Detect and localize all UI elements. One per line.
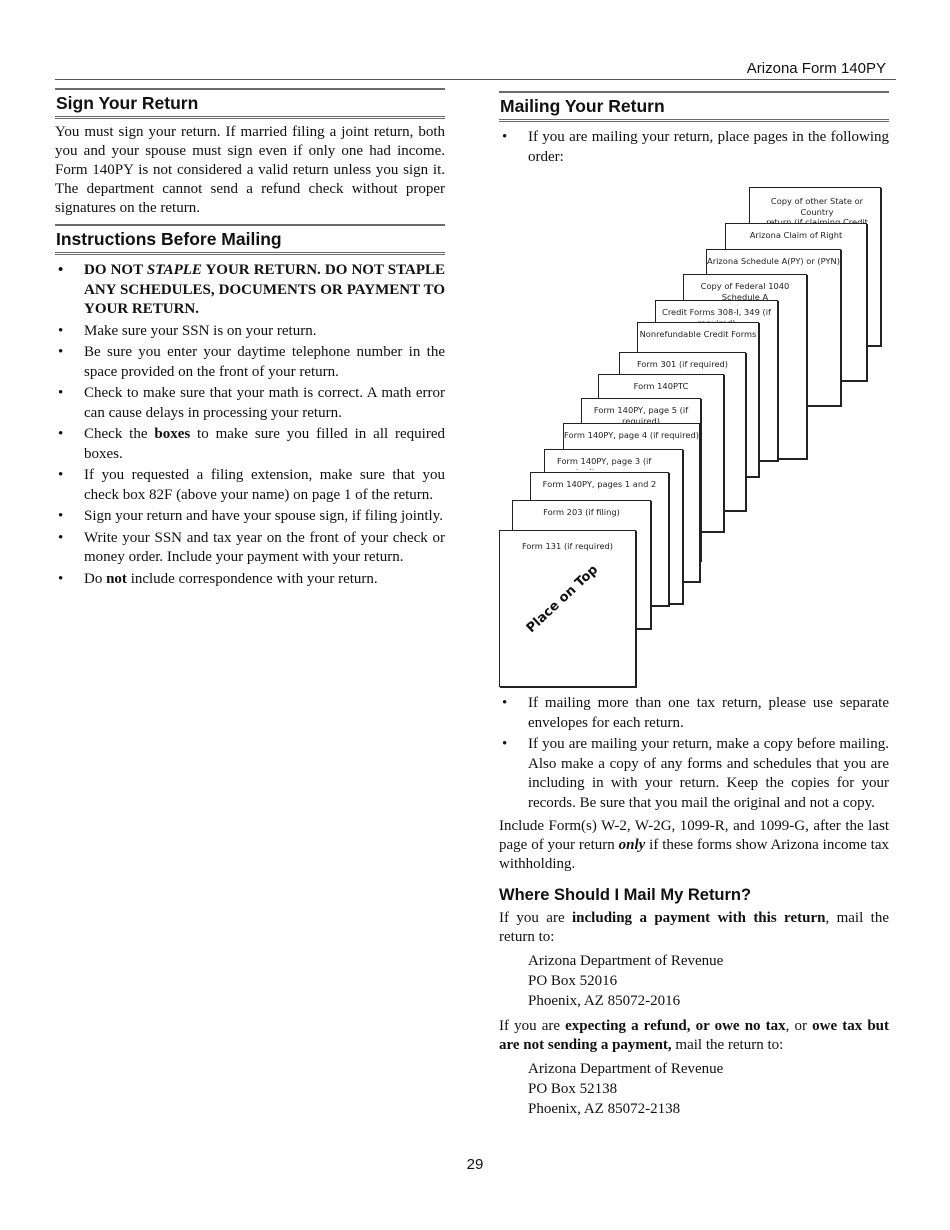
instruction-item: Check the boxes to make sure you filled … [55, 425, 445, 464]
stack-page-label: Form 203 (if filing) [543, 507, 620, 517]
instruction-item: Write your SSN and tax year on the front… [55, 529, 445, 568]
mailing-note-item: If you are mailing your return, make a c… [499, 735, 889, 813]
instructions-list: DO NOT STAPLE YOUR RETURN. DO NOT STAPLE… [55, 261, 445, 589]
mailing-order-diagram: Copy of other State or Country return (i… [499, 187, 889, 692]
mailing-intro-list: If you are mailing your return, place pa… [499, 128, 889, 167]
page-number: 29 [466, 1156, 484, 1173]
address-line: Arizona Department of Revenue [528, 1061, 724, 1077]
where-mail-heading: Where Should I Mail My Return? [499, 886, 752, 904]
stack-page-label: Form 140PTC [633, 381, 689, 391]
stack-page-label: Form 301 (if required) [636, 359, 729, 369]
right-column-lower: If mailing more than one tax return, ple… [499, 694, 889, 1121]
address-line: Phoenix, AZ 85072-2138 [528, 1101, 681, 1117]
left-column: Sign Your Return You must sign your retu… [55, 88, 445, 591]
stack-page-label: Form 131 (if required) [521, 541, 614, 551]
stack-page-label: Arizona Claim of Right [749, 230, 843, 240]
stack-page-label: Form 140PY, page 4 (if required) [564, 430, 699, 440]
instruction-item: Do not include correspondence with your … [55, 570, 445, 590]
instruction-item: Sign your return and have your spouse si… [55, 507, 445, 527]
address-line: Phoenix, AZ 85072-2016 [528, 993, 681, 1009]
address-line: Arizona Department of Revenue [528, 953, 724, 969]
sign-return-text: You must sign your return. If married fi… [55, 124, 445, 216]
mailing-heading: Mailing Your Return [499, 91, 889, 122]
form-title: Arizona Form 140PY [746, 60, 886, 77]
instruction-item: DO NOT STAPLE YOUR RETURN. DO NOT STAPLE… [55, 261, 445, 320]
stack-page-label: Form 140PY, page 3 (if required) [557, 456, 652, 470]
stack-page: Form 131 (if required) Place on Top [499, 530, 636, 687]
instruction-item: Check to make sure that your math is cor… [55, 384, 445, 423]
mailing-intro-item: If you are mailing your return, place pa… [499, 128, 889, 167]
stack-page-label: Nonrefundable Credit Forms [639, 329, 757, 339]
address-line: PO Box 52138 [528, 1081, 618, 1097]
right-column: Mailing Your Return If you are mailing y… [499, 91, 889, 169]
mailing-notes-list: If mailing more than one tax return, ple… [499, 694, 889, 813]
payment-address: Arizona Department of Revenue PO Box 520… [528, 951, 889, 1011]
instruction-item: Make sure your SSN is on your return. [55, 322, 445, 342]
stack-page-label: Form 140PY, page 5 (if required) [593, 405, 689, 426]
instruction-item: Be sure you enter your daytime telephone… [55, 343, 445, 382]
place-on-top-label: Place on Top [523, 562, 602, 636]
include-forms-text: Include Form(s) W-2, W-2G, 1099-R, and 1… [499, 818, 890, 872]
address-line: PO Box 52016 [528, 973, 618, 989]
mailing-note-item: If mailing more than one tax return, ple… [499, 694, 889, 733]
stack-page-label: Form 140PY, pages 1 and 2 [542, 479, 657, 489]
instructions-heading: Instructions Before Mailing [55, 224, 445, 255]
refund-intro: If you are expecting a refund, or owe no… [499, 1018, 890, 1053]
sign-return-heading: Sign Your Return [55, 88, 445, 119]
header-rule [55, 79, 896, 80]
stack-page-label: Copy of Federal 1040 Schedule A [700, 281, 790, 302]
instruction-item: If you requested a filing extension, mak… [55, 466, 445, 505]
refund-address: Arizona Department of Revenue PO Box 521… [528, 1059, 889, 1119]
payment-intro: If you are including a payment with this… [499, 910, 889, 945]
stack-page-label: Arizona Schedule A(PY) or (PYN) [707, 256, 840, 266]
